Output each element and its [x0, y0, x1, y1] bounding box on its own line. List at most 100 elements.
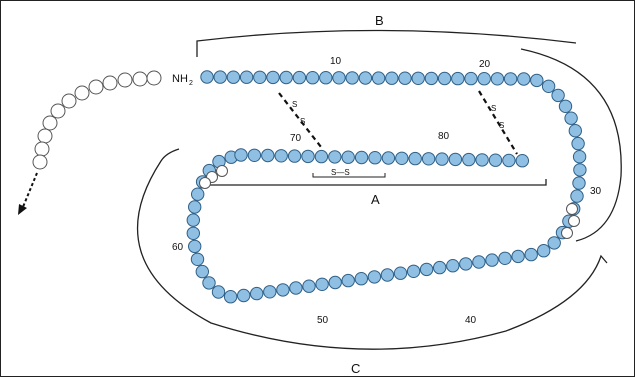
- sulfur-label-3: S: [491, 104, 496, 113]
- cleaved-residue-bead: [561, 227, 573, 239]
- residue-bead: [239, 70, 254, 84]
- residue-bead: [223, 290, 238, 304]
- residue-bead: [276, 283, 290, 297]
- residue-bead: [530, 73, 544, 88]
- residue-bead: [292, 70, 307, 85]
- region-a-label: A: [371, 192, 380, 207]
- residue-bead: [472, 255, 486, 269]
- residue-bead: [446, 259, 460, 273]
- residue-bead: [341, 273, 355, 288]
- cleaved-residue-bead: [199, 177, 211, 189]
- residue-bead: [515, 154, 529, 168]
- leader-residue-bead: [34, 141, 50, 157]
- residue-bead: [354, 272, 368, 286]
- position-20: 20: [479, 59, 491, 70]
- residue-bead: [558, 99, 573, 114]
- residue-bead: [287, 149, 302, 163]
- residue-bead: [371, 71, 386, 85]
- residue-bead: [475, 153, 489, 167]
- bracket-b: [196, 29, 577, 57]
- residue-bead: [435, 152, 449, 166]
- residue-bead: [464, 71, 478, 86]
- residue-bead: [547, 236, 561, 250]
- residue-bead: [488, 153, 503, 167]
- residue-bead: [253, 70, 267, 85]
- residue-bead: [200, 70, 214, 84]
- position-50: 50: [317, 315, 329, 326]
- residue-bead: [274, 149, 288, 163]
- leader-residue-bead: [132, 71, 148, 87]
- residue-bead: [315, 277, 329, 291]
- residue-bead: [247, 148, 262, 163]
- leader-residue-bead: [88, 79, 104, 95]
- residue-bead: [213, 70, 227, 84]
- residue-bead: [572, 176, 586, 190]
- residue-bead: [433, 260, 447, 275]
- residue-chain: [186, 70, 587, 304]
- bracket-b-arc: [520, 48, 622, 242]
- position-30: 30: [590, 186, 602, 197]
- region-b-label: B: [375, 13, 384, 28]
- residue-bead: [250, 286, 264, 301]
- residue-bead: [551, 88, 565, 103]
- residue-bead: [477, 72, 491, 86]
- residue-bead: [564, 111, 578, 125]
- residue-bead: [406, 264, 421, 278]
- position-60: 60: [172, 242, 184, 253]
- residue-bead: [380, 268, 395, 282]
- residue-bead: [490, 72, 505, 86]
- cleaved-residue-bead: [568, 215, 580, 227]
- residue-bead: [571, 136, 585, 151]
- leader-residue-bead: [32, 154, 48, 170]
- sulfur-label-2: S: [300, 117, 305, 126]
- residue-bead: [451, 71, 465, 86]
- residue-bead: [354, 150, 369, 165]
- residue-bead: [541, 79, 556, 94]
- residue-bead: [367, 270, 382, 284]
- residue-bead: [186, 226, 201, 241]
- residue-bead: [511, 249, 525, 264]
- residue-bead: [186, 213, 201, 227]
- residue-bead: [395, 151, 409, 166]
- residue-bead: [437, 71, 452, 86]
- residue-bead: [381, 151, 396, 165]
- residue-bead: [190, 252, 205, 266]
- residue-bead: [368, 151, 382, 165]
- n-terminus-label: NH: [172, 73, 188, 85]
- residue-bead: [385, 71, 399, 85]
- residue-bead: [328, 275, 342, 290]
- leader-residue-bead: [102, 75, 118, 91]
- residue-bead: [226, 70, 241, 84]
- residue-bead: [502, 153, 516, 168]
- residue-bead: [419, 262, 434, 277]
- residue-bead: [411, 71, 425, 86]
- leader-residue-bead: [117, 72, 133, 88]
- disulfide-bridge-left: [278, 92, 322, 148]
- residue-bead: [328, 150, 342, 164]
- residue-bead: [266, 70, 280, 85]
- residue-bead: [568, 124, 582, 138]
- disulfide-label: S—S: [331, 168, 350, 177]
- residue-bead: [188, 200, 202, 214]
- residue-bead: [237, 288, 251, 303]
- residue-bead: [289, 281, 303, 295]
- position-80: 80: [438, 131, 450, 142]
- position-70: 70: [290, 133, 302, 144]
- residue-bead: [398, 71, 412, 85]
- residue-bead: [202, 276, 216, 290]
- disulfide-bridge-right: [478, 90, 518, 155]
- residue-bead: [301, 149, 315, 164]
- residue-bead: [305, 71, 320, 85]
- residue-bead: [279, 70, 293, 85]
- residue-bead: [503, 72, 518, 86]
- cleaved-residue-bead: [566, 203, 578, 215]
- bracket-a-inner: [312, 173, 386, 178]
- residue-bead: [345, 71, 359, 85]
- residue-bead: [421, 152, 436, 166]
- residue-bead: [263, 285, 277, 299]
- bracket-a: [203, 179, 547, 186]
- residue-bead: [462, 152, 476, 167]
- residue-bead: [408, 151, 422, 166]
